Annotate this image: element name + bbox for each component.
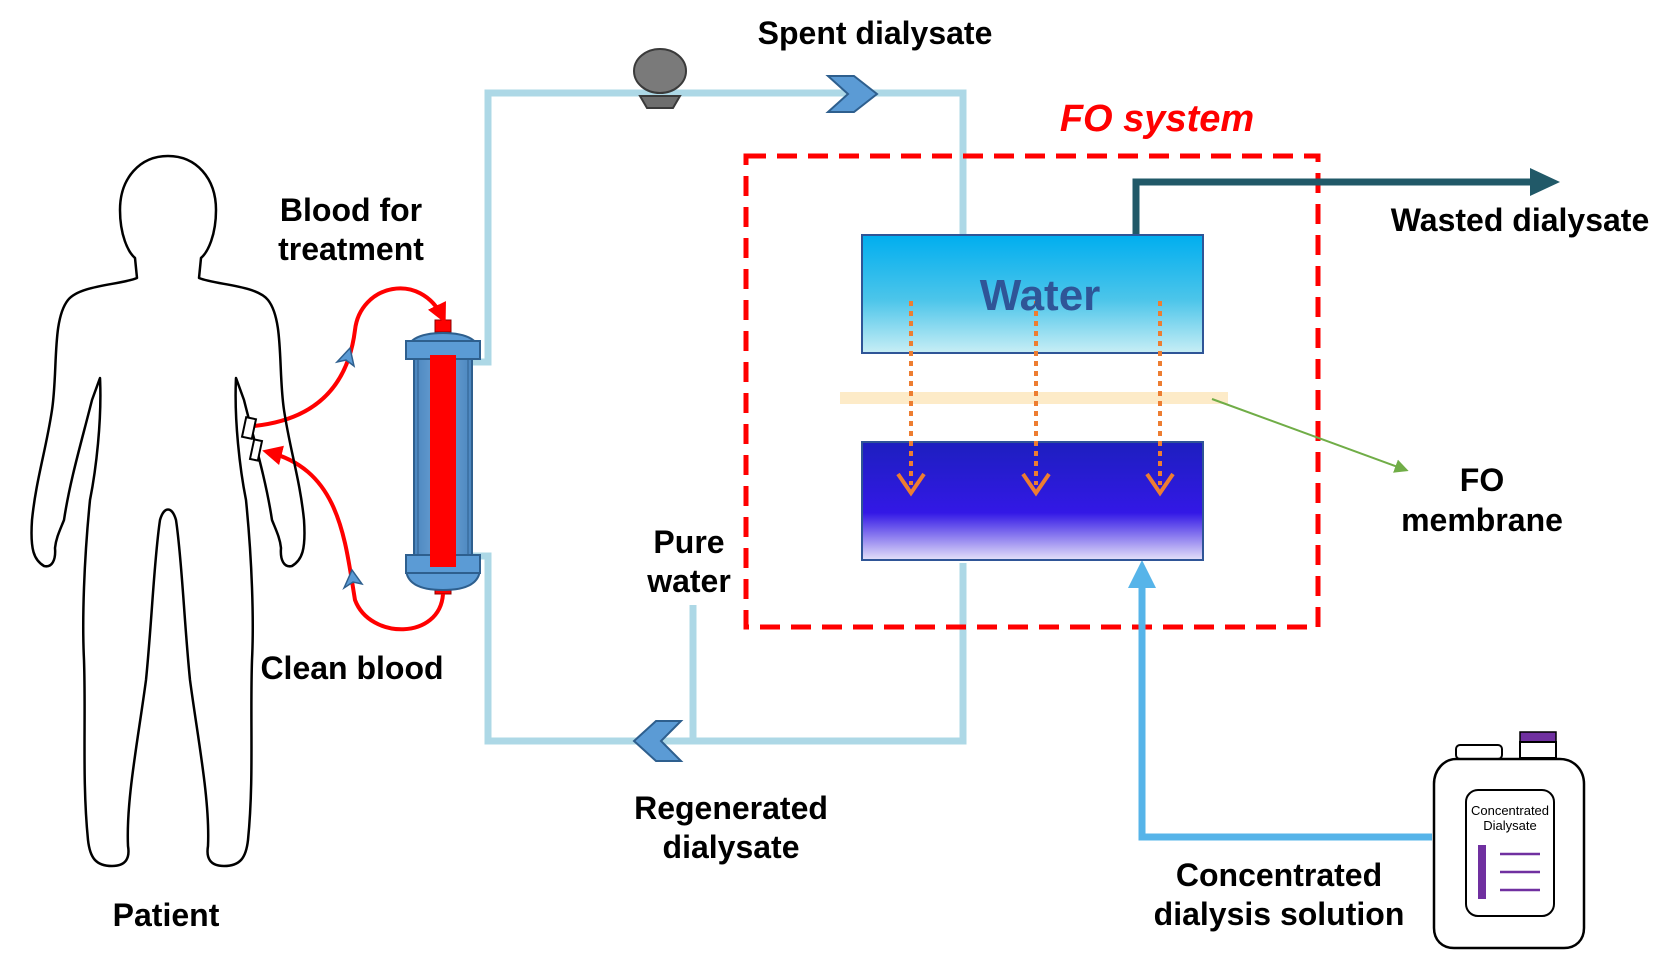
blood-lines xyxy=(253,286,446,632)
blood-out-chevron-icon xyxy=(334,346,356,368)
spent-dialysate-line xyxy=(470,89,967,366)
jug-label-line2: Dialysate xyxy=(1483,818,1536,833)
patient-label: Patient xyxy=(113,897,220,933)
pure-water-label-line2: water xyxy=(646,563,731,599)
pump-icon xyxy=(633,48,687,109)
blood-for-treatment-label-line2: treatment xyxy=(278,231,424,267)
jug-label-line1: Concentrated xyxy=(1471,803,1549,818)
concentrate-jug-icon: Concentrated Dialysate xyxy=(1432,731,1586,950)
catheter-out xyxy=(240,415,258,441)
fo-membrane xyxy=(840,392,1228,404)
clean-blood-label: Clean blood xyxy=(260,650,443,686)
concentrated-solution-label-line2: dialysis solution xyxy=(1154,896,1405,932)
water-flux-arrows xyxy=(896,301,1175,497)
waste-arrowhead-icon xyxy=(1530,168,1560,196)
wasted-dialysate-label: Wasted dialysate xyxy=(1391,202,1649,238)
fo-system-boundary xyxy=(743,153,1321,630)
blood-for-treatment-line xyxy=(253,286,446,428)
fo-membrane-pointer xyxy=(1211,398,1409,473)
fo-membrane-label-line1: FO xyxy=(1460,462,1504,498)
dialysate-loop xyxy=(470,89,967,745)
wasted-dialysate-line xyxy=(1132,178,1532,234)
water-chamber-label: Water xyxy=(980,271,1101,320)
fo-membrane-label-line2: membrane xyxy=(1401,502,1563,538)
dialyzer-icon xyxy=(404,319,482,595)
clean-blood-line xyxy=(262,445,445,632)
fo-system-label: FO system xyxy=(1060,98,1254,140)
spent-flow-chevron-icon xyxy=(825,75,879,113)
blood-for-treatment-label-line1: Blood for xyxy=(280,192,422,228)
concentrate-arrowhead-icon xyxy=(1128,560,1156,588)
blood-in-chevron-icon xyxy=(342,568,364,591)
concentrated-solution-label-line1: Concentrated xyxy=(1176,857,1382,893)
regenerated-flow-chevron-icon xyxy=(632,720,684,762)
regenerated-dialysate-line xyxy=(470,552,967,745)
draw-chamber xyxy=(861,441,1204,561)
spent-dialysate-label: Spent dialysate xyxy=(758,15,993,51)
regenerated-dialysate-label-line2: dialysate xyxy=(663,829,800,865)
human-silhouette-icon xyxy=(30,154,306,868)
water-chamber xyxy=(861,234,1204,354)
regenerated-dialysate-label-line1: Regenerated xyxy=(634,790,828,826)
concentrate-line xyxy=(1138,586,1432,841)
pure-water-label-line1: Pure xyxy=(653,524,724,560)
catheter-in xyxy=(248,438,264,462)
